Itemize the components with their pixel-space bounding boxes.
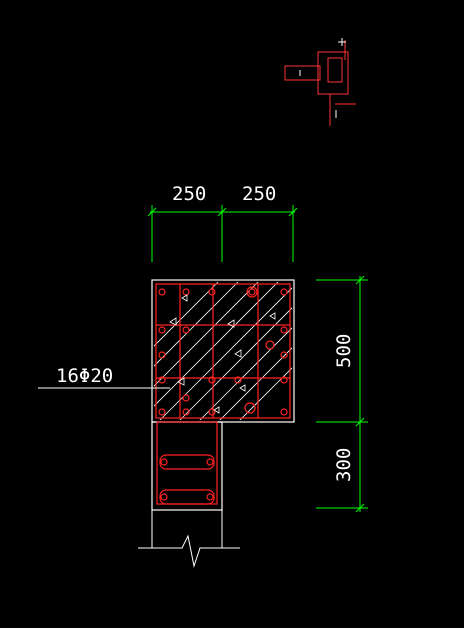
rebar-label: 16Φ20 [56,365,113,387]
dimension-right-upper: 500 [333,334,355,368]
break-line [138,510,240,568]
top-dimension [147,205,298,262]
column-upper-block [151,279,295,423]
dimension-right-lower: 300 [333,448,355,482]
rebar-bars [158,286,288,416]
rebar-grid [155,283,291,419]
dimension-top-left: 250 [172,183,206,205]
dimension-top-right: 250 [242,183,276,205]
aggregate-marks [169,294,276,414]
right-dimension [316,275,368,513]
lower-rebar [156,421,218,505]
key-plan-icon [284,38,356,126]
column-lower-block [151,421,223,511]
